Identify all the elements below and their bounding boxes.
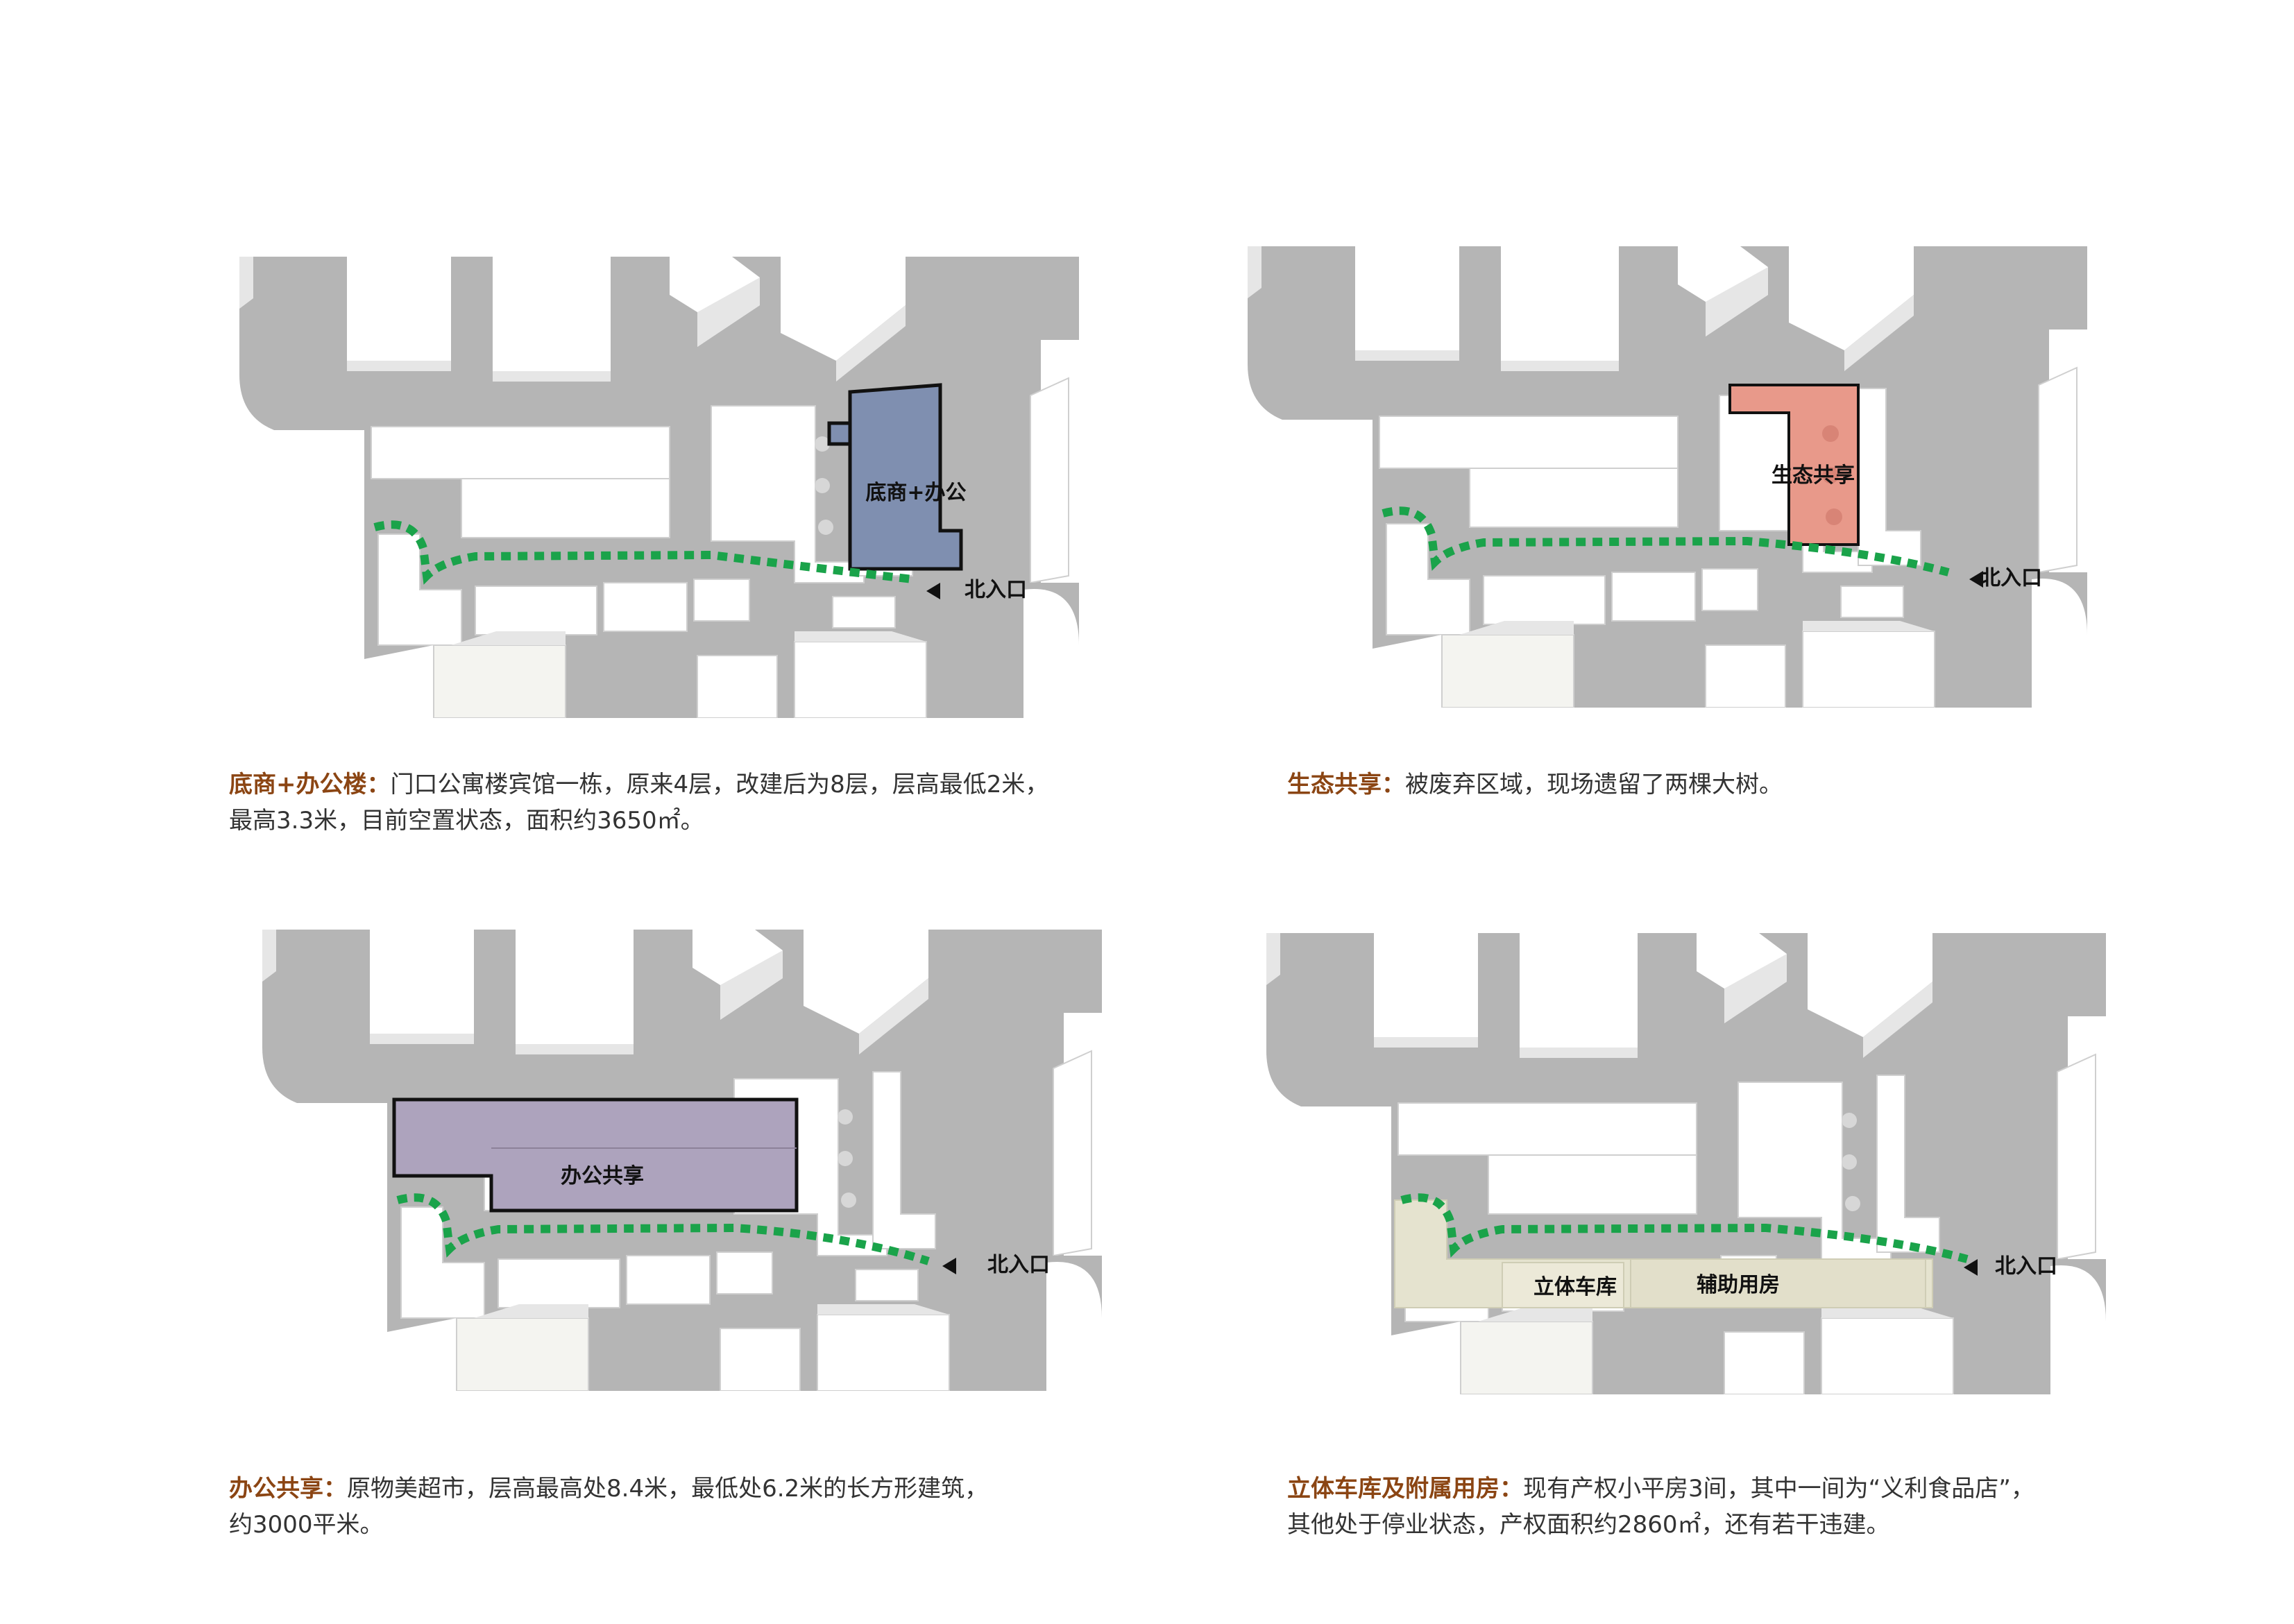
site-map: 立体车库 辅助用房 北入口 (1239, 933, 2106, 1394)
caption-line-1: 被废弃区域，现场遗留了两棵大树。 (1405, 771, 1783, 798)
caption-line-2: 最高3.3米，目前空置状态，面积约3650㎡。 (229, 807, 704, 835)
highlight-label: 生态共享 (1772, 463, 1855, 488)
highlight-office-share (392, 1097, 799, 1213)
caption-line-2: 其他处于停业状态，产权面积约2860㎡，还有若干违建。 (1287, 1511, 1890, 1539)
caption-line-1: 原物美超市，层高最高处8.4米，最低处6.2米的长方形建筑， (347, 1475, 989, 1503)
entrance-arrow-icon (1964, 1259, 1978, 1276)
caption-line-1: 门口公寓楼宾馆一栋，原来4层，改建后为8层，层高最低2米， (390, 771, 1049, 798)
walking-path (373, 520, 913, 585)
site-diagram-office-share: 办公共享 北入口 (235, 930, 1102, 1391)
caption-commercial-office: 底商+办公楼：门口公寓楼宾馆一栋，原来4层，改建后为8层，层高最低2米， 最高3… (229, 767, 1048, 839)
caption-parking: 立体车库及附属用房：现有产权小平房3间，其中一间为“义利食品店”， 其他处于停业… (1287, 1471, 2034, 1543)
walking-path (1382, 506, 1950, 576)
site-diagram-parking: 立体车库 辅助用房 北入口 (1239, 933, 2106, 1394)
entrance-label: 北入口 (1980, 566, 2042, 590)
walking-path (396, 1193, 930, 1265)
caption-heading: 办公共享： (229, 1475, 347, 1503)
entrance-label: 北入口 (965, 578, 1027, 602)
entrance-label: 北入口 (1995, 1254, 2057, 1279)
highlight-label: 办公共享 (561, 1164, 644, 1188)
site-map: 底商+办公 北入口 (212, 257, 1079, 718)
caption-office-share: 办公共享：原物美超市，层高最高处8.4米，最低处6.2米的长方形建筑， 约300… (229, 1471, 988, 1543)
caption-heading: 底商+办公楼： (229, 771, 391, 798)
entrance-arrow-icon (926, 583, 940, 599)
highlight-label: 底商+办公 (865, 481, 966, 505)
site-diagram-eco-share: 生态共享 北入口 (1220, 246, 2087, 708)
highlight-eco-share (1728, 384, 1860, 546)
caption-line-2: 约3000平米。 (229, 1511, 384, 1539)
caption-line-1: 现有产权小平房3间，其中一间为“义利食品店”， (1523, 1475, 2034, 1503)
highlight-label-parking: 立体车库 (1533, 1275, 1617, 1299)
caption-heading: 立体车库及附属用房： (1287, 1475, 1523, 1503)
walking-path (1400, 1193, 1969, 1263)
caption-heading: 生态共享： (1287, 771, 1405, 798)
highlight-commercial-office (848, 383, 963, 571)
site-map: 办公共享 北入口 (235, 930, 1102, 1391)
site-diagram-commercial-office: 底商+办公 北入口 (212, 257, 1079, 718)
caption-eco-share: 生态共享：被废弃区域，现场遗留了两棵大树。 (1287, 767, 1783, 803)
entrance-arrow-icon (1969, 571, 1983, 588)
highlight-label-auxiliary: 辅助用房 (1697, 1273, 1780, 1297)
entrance-label: 北入口 (987, 1253, 1050, 1277)
entrance-arrow-icon (942, 1258, 956, 1274)
site-map: 生态共享 北入口 (1220, 246, 2087, 708)
